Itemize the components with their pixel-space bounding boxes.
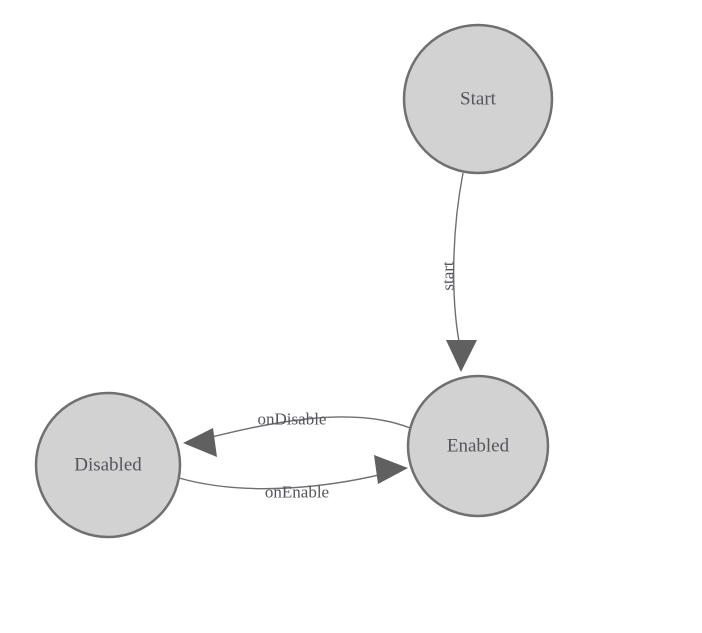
edge-label-ondisable: onDisable	[258, 410, 327, 429]
node-label-disabled: Disabled	[74, 455, 142, 476]
edge-disabled-to-enabled[interactable]: onEnable	[178, 455, 408, 502]
node-circle-disabled	[34, 391, 182, 539]
edge-path-start-to-enabled	[453, 172, 464, 353]
node-label-start: Start	[460, 89, 497, 110]
node-circle-enabled	[406, 374, 550, 518]
edge-start-to-enabled[interactable]: start	[439, 172, 478, 372]
node-label-enabled: Enabled	[447, 436, 510, 457]
edge-label-start: start	[439, 261, 458, 291]
edge-path-enabled-to-disabled	[195, 416, 411, 442]
node-disabled[interactable]: Disabled	[34, 391, 182, 539]
arrowhead-icon-start-to-enabled	[446, 340, 477, 372]
edge-label-onenable: onEnable	[265, 483, 329, 502]
node-enabled[interactable]: Enabled	[406, 374, 550, 518]
edge-path-disabled-to-enabled	[178, 470, 396, 490]
arrowhead-icon-disabled-to-enabled	[374, 455, 408, 484]
node-circle-start	[402, 23, 554, 175]
arrowhead-icon-enabled-to-disabled	[183, 428, 217, 457]
edge-enabled-to-disabled[interactable]: onDisable	[183, 410, 411, 458]
node-start[interactable]: Start	[402, 23, 554, 175]
